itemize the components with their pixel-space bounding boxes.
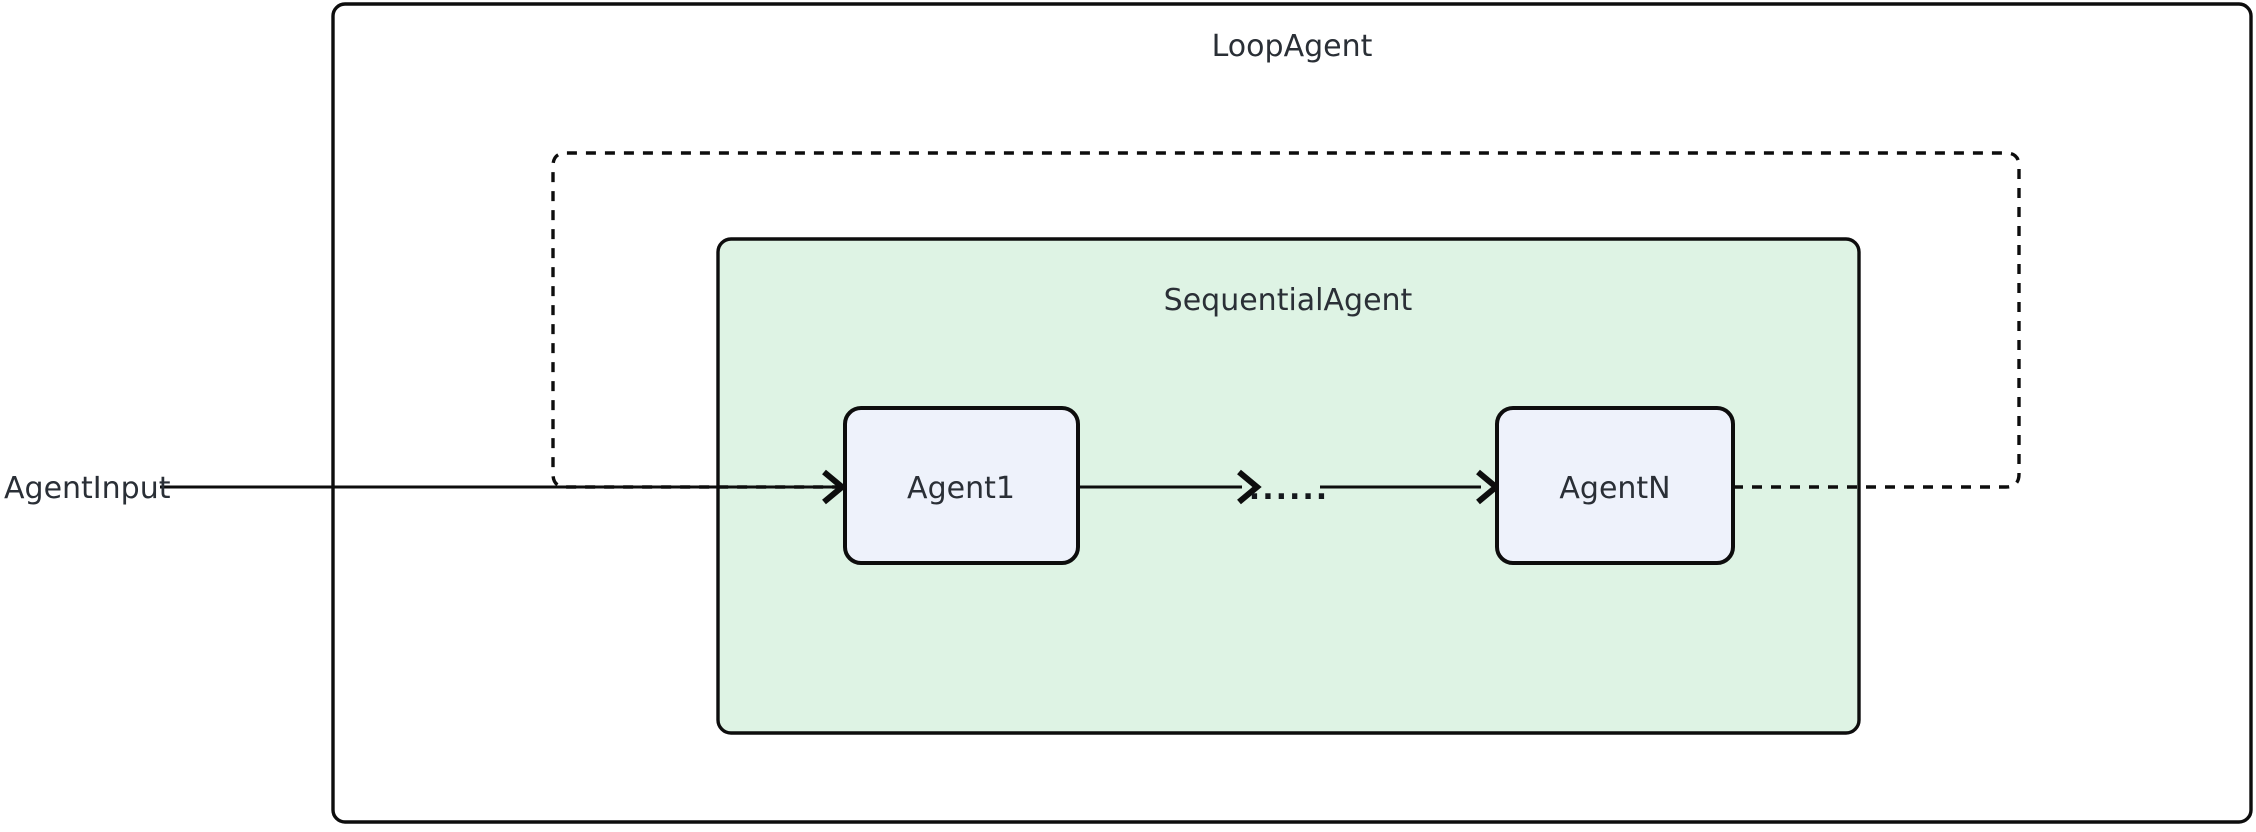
loop-feedback-edge bbox=[551, 151, 2021, 489]
sequential-agent-label: SequentialAgent bbox=[1164, 283, 1413, 318]
node-agentn-label: AgentN bbox=[1559, 471, 1670, 506]
loop-agent-label: LoopAgent bbox=[1212, 29, 1373, 64]
arrowhead-into-agent1 bbox=[822, 469, 847, 505]
ellipsis-label: ...... bbox=[1249, 472, 1329, 507]
arrowhead-into-ellipsis bbox=[1237, 469, 1262, 505]
node-agentn bbox=[1495, 406, 1735, 565]
agent-input-label: AgentInput bbox=[4, 471, 171, 506]
node-agent1-label: Agent1 bbox=[907, 471, 1015, 506]
